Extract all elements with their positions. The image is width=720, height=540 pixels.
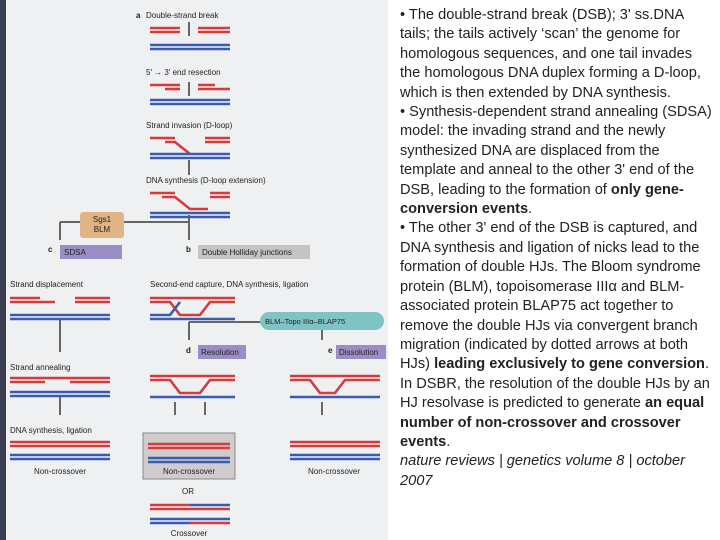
label-crossover: Crossover (171, 529, 208, 538)
note-3-text: • The other 3' end of the DSB is capture… (400, 220, 701, 373)
label-second-end: Second-end capture, DNA synthesis, ligat… (150, 280, 308, 289)
note-4-text: In DSBR, the resolution of the double HJ… (400, 375, 710, 412)
dhj-box (198, 245, 310, 259)
resolution-box (198, 345, 246, 359)
note-2: • Synthesis-dependent strand annealing (… (400, 103, 716, 219)
dna-strands (10, 26, 380, 461)
dhj-label: Double Holliday junctions (202, 248, 292, 257)
dissolution-label: Dissolution (339, 348, 378, 357)
citation: nature reviews | genetics volume 8 | oct… (400, 452, 716, 491)
note-4: In DSBR, the resolution of the double HJ… (400, 375, 716, 453)
note-1-text: • The double-strand break (DSB); 3' ss.D… (400, 7, 701, 101)
sgs1-blm-box (80, 212, 124, 238)
complex-pill (260, 312, 384, 330)
citation-text: nature reviews | genetics volume 8 | oct… (400, 453, 686, 489)
note-3-bold: leading exclusively to gene conversion (434, 356, 705, 373)
label-noncrossover-d: Non-crossover (163, 467, 215, 476)
note-4-end: . (446, 433, 451, 450)
note-3: • The other 3' end of the DSB is capture… (400, 219, 716, 374)
label-synth-ligation: DNA synthesis, ligation (10, 426, 92, 435)
label-or: OR (182, 487, 194, 496)
label-noncrossover-e: Non-crossover (308, 467, 360, 476)
label-resection: 5′ → 3′ end resection (146, 68, 221, 77)
note-3-end: . (704, 356, 710, 373)
panel-e: e (328, 346, 333, 355)
label-noncrossover-c: Non-crossover (34, 467, 86, 476)
resolution-label: Resolution (201, 348, 239, 357)
panel-d: d (186, 346, 191, 355)
label-invasion: Strand invasion (D-loop) (146, 121, 233, 130)
sdsa-box (60, 245, 122, 259)
note-1: • The double-strand break (DSB); 3' ss.D… (400, 6, 716, 103)
label-annealing: Strand annealing (10, 363, 71, 372)
note-2-text: • Synthesis-dependent strand annealing (… (400, 104, 712, 198)
note-2-end: . (528, 201, 533, 218)
dissolution-box (336, 345, 386, 359)
label-synthesis: DNA synthesis (D-loop extension) (146, 176, 266, 185)
panel-c: c (48, 245, 53, 254)
panel-a: a (136, 11, 141, 20)
note-4-bold: an equal number of non-crossover and cro… (400, 395, 705, 450)
panel-b: b (186, 245, 191, 254)
complex-label: BLM–Topo IIIα–BLAP75 (265, 317, 345, 326)
label-dsb: Double-strand break (146, 11, 219, 20)
notes-text: • The double-strand break (DSB); 3' ss.D… (400, 6, 716, 491)
note-2-bold: only gene-conversion events (400, 181, 684, 218)
noncrossover-box (142, 432, 236, 480)
sdsa-label: SDSA (64, 248, 86, 257)
label-displacement: Strand displacement (10, 280, 84, 289)
